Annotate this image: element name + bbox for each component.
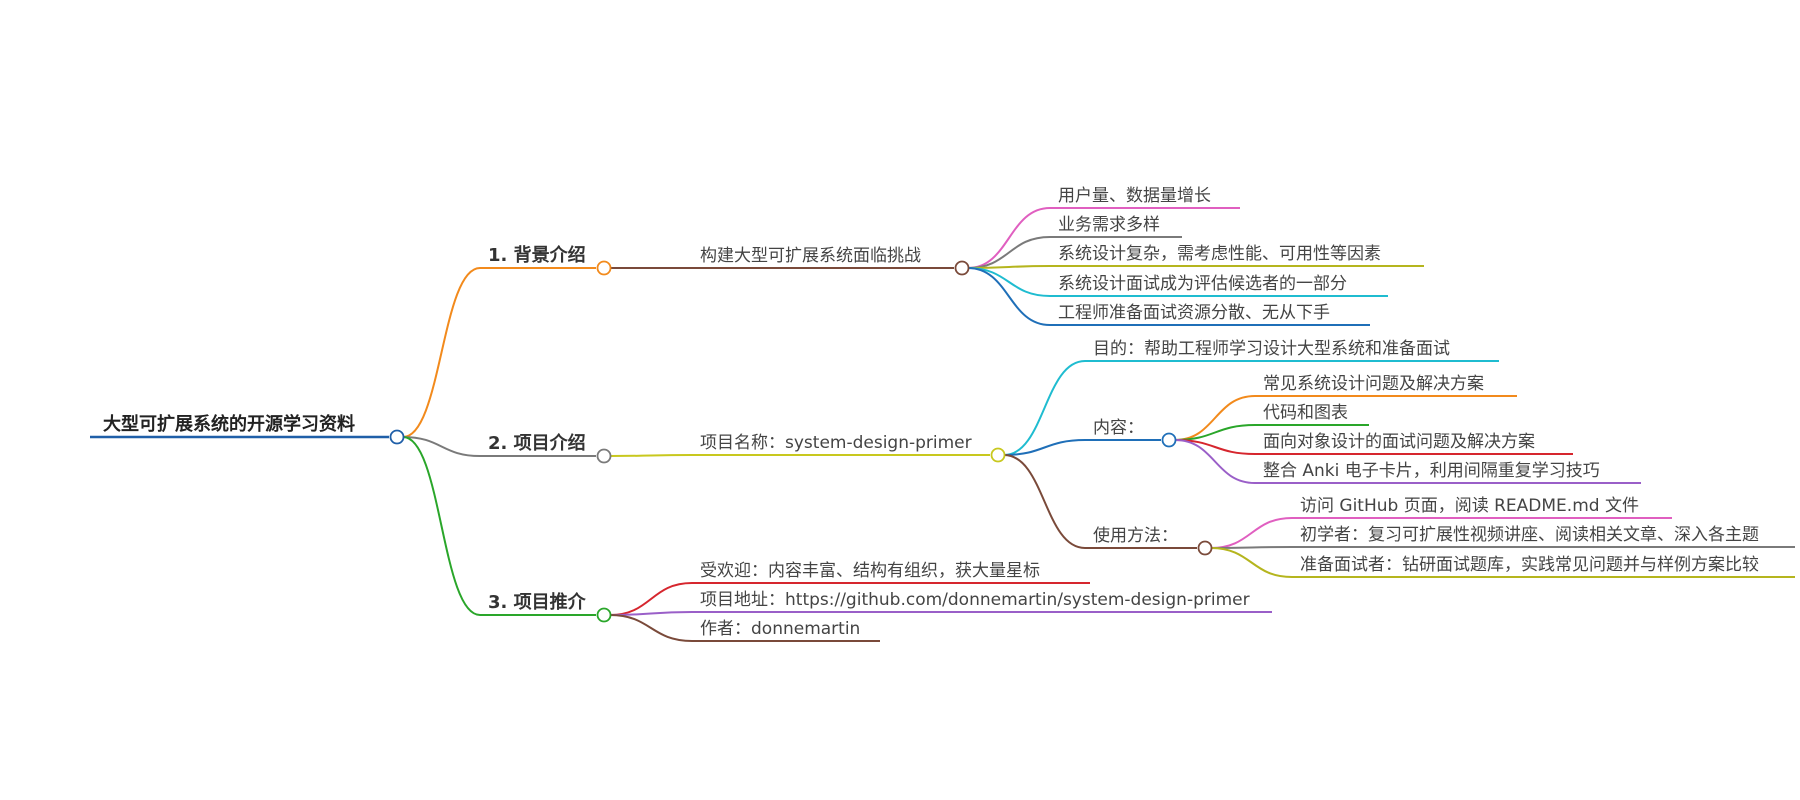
mindmap-node-r-2: 3. 项目推介 [480, 591, 612, 623]
node-label: 3. 项目推介 [488, 591, 587, 613]
node-label: 用户量、数据量增长 [1058, 186, 1211, 206]
mindmap-node-r-0-0-2: 系统设计复杂，需考虑性能、可用性等因素 [1050, 244, 1424, 267]
mindmap-node-r-1-0-2: 使用方法： [1085, 525, 1213, 556]
branch-connector-r-0 [402, 267, 481, 438]
branch-connector-r-1-0-1 [1003, 439, 1086, 456]
branch-connector-r-1-0 [609, 454, 693, 457]
mindmap-node-r-2-1: 项目地址：https://github.com/donnemartin/syst… [692, 590, 1272, 613]
branch-connector-r-0-0-3 [967, 267, 1051, 297]
node-label: 1. 背景介绍 [488, 244, 586, 266]
collapse-toggle-icon[interactable] [1197, 540, 1213, 556]
node-label: 准备面试者：钻研面试题库，实践常见问题并与样例方案比较 [1300, 555, 1759, 575]
node-label: 作者：donnemartin [700, 619, 860, 639]
branch-connector-r-1-0-0 [1003, 360, 1086, 456]
mindmap-node-r-1-0-1-1: 代码和图表 [1255, 403, 1369, 426]
mindmap-node-r-0-0: 构建大型可扩展系统面临挑战 [692, 246, 970, 276]
mindmap-node-r-1-0-0: 目的：帮助工程师学习设计大型系统和准备面试 [1085, 339, 1499, 362]
branch-connector-r-1-0-1-0 [1174, 395, 1256, 441]
node-label: 常见系统设计问题及解决方案 [1263, 374, 1484, 394]
mindmap-node-r-0-0-1: 业务需求多样 [1050, 215, 1182, 238]
branch-connector-r-1-0-2-2 [1210, 547, 1293, 578]
node-label: 访问 GitHub 页面，阅读 README.md 文件 [1300, 496, 1639, 516]
branch-connector-r-1-0-2 [1003, 454, 1086, 549]
collapse-toggle-icon[interactable] [596, 448, 612, 464]
node-label: 代码和图表 [1263, 403, 1348, 423]
mindmap-node-r: 大型可扩展系统的开源学习资料 [90, 413, 405, 445]
mindmap-node-r-1-0-1: 内容： [1085, 418, 1177, 448]
node-label: 项目名称：system-design-primer [700, 433, 972, 453]
node-label: 面向对象设计的面试问题及解决方案 [1263, 432, 1535, 452]
node-label: 整合 Anki 电子卡片，利用间隔重复学习技巧 [1263, 461, 1600, 481]
mindmap-node-r-2-0: 受欢迎：内容丰富、结构有组织，获大量星标 [692, 561, 1090, 584]
branch-connector-r-0-0-4 [967, 267, 1051, 326]
node-label: 系统设计面试成为评估候选者的一部分 [1058, 274, 1347, 294]
mindmap-node-r-1-0-1-2: 面向对象设计的面试问题及解决方案 [1255, 432, 1573, 455]
node-label: 工程师准备面试资源分散、无从下手 [1058, 303, 1330, 323]
branch-connector-r-2-2 [609, 614, 693, 642]
collapse-toggle-icon[interactable] [596, 260, 612, 276]
mindmap-node-r-1-0-2-0: 访问 GitHub 页面，阅读 README.md 文件 [1292, 496, 1672, 519]
mindmap-node-r-0-0-3: 系统设计面试成为评估候选者的一部分 [1050, 274, 1388, 297]
mindmap-node-r-1-0-2-1: 初学者：复习可扩展性视频讲座、阅读相关文章、深入各主题 [1292, 525, 1795, 548]
branch-connector-r-2-0 [609, 582, 693, 616]
mindmap-edges [402, 207, 1293, 642]
branch-connector-r-1-0-2-0 [1210, 517, 1293, 549]
node-label: 业务需求多样 [1058, 215, 1160, 235]
node-label: 目的：帮助工程师学习设计大型系统和准备面试 [1093, 339, 1450, 359]
collapse-toggle-icon[interactable] [596, 607, 612, 623]
mindmap-node-r-2-2: 作者：donnemartin [692, 619, 880, 642]
branch-connector-r-0-0-1 [967, 236, 1051, 269]
node-label: 内容： [1093, 418, 1144, 438]
node-label: 受欢迎：内容丰富、结构有组织，获大量星标 [700, 561, 1040, 581]
node-label: 构建大型可扩展系统面临挑战 [700, 246, 921, 266]
branch-connector-r-1-0-2-1 [1210, 546, 1293, 549]
mindmap-nodes: 大型可扩展系统的开源学习资料 1. 背景介绍 构建大型可扩展系统面临挑战 用户量、数据… [90, 186, 1795, 642]
mindmap-node-r-0-0-4: 工程师准备面试资源分散、无从下手 [1050, 303, 1370, 326]
node-label: 使用方法： [1093, 525, 1178, 546]
mindmap-node-r-1: 2. 项目介绍 [480, 432, 612, 464]
collapse-toggle-icon[interactable] [954, 260, 970, 276]
collapse-toggle-icon[interactable] [990, 447, 1006, 463]
node-label: 系统设计复杂，需考虑性能、可用性等因素 [1058, 244, 1381, 264]
mindmap-node-r-1-0-1-0: 常见系统设计问题及解决方案 [1255, 374, 1517, 397]
mindmap-node-r-1-0-2-2: 准备面试者：钻研面试题库，实践常见问题并与样例方案比较 [1292, 555, 1795, 578]
mindmap-node-r-1-0-1-3: 整合 Anki 电子卡片，利用间隔重复学习技巧 [1255, 461, 1641, 484]
branch-connector-r-0-0-0 [967, 207, 1051, 269]
mindmap-node-r-1-0: 项目名称：system-design-primer [692, 433, 1006, 463]
mindmap-node-r-0: 1. 背景介绍 [480, 244, 612, 276]
collapse-toggle-icon[interactable] [389, 429, 405, 445]
node-label: 初学者：复习可扩展性视频讲座、阅读相关文章、深入各主题 [1300, 525, 1759, 545]
node-label: 项目地址：https://github.com/donnemartin/syst… [700, 590, 1250, 610]
branch-connector-r-1-0-1-3 [1174, 439, 1256, 484]
branch-connector-r-1 [402, 436, 481, 457]
node-label: 2. 项目介绍 [488, 432, 586, 454]
node-label: 大型可扩展系统的开源学习资料 [103, 413, 355, 435]
mindmap-node-r-0-0-0: 用户量、数据量增长 [1050, 186, 1240, 209]
branch-connector-r-2 [402, 436, 481, 616]
collapse-toggle-icon[interactable] [1161, 432, 1177, 448]
